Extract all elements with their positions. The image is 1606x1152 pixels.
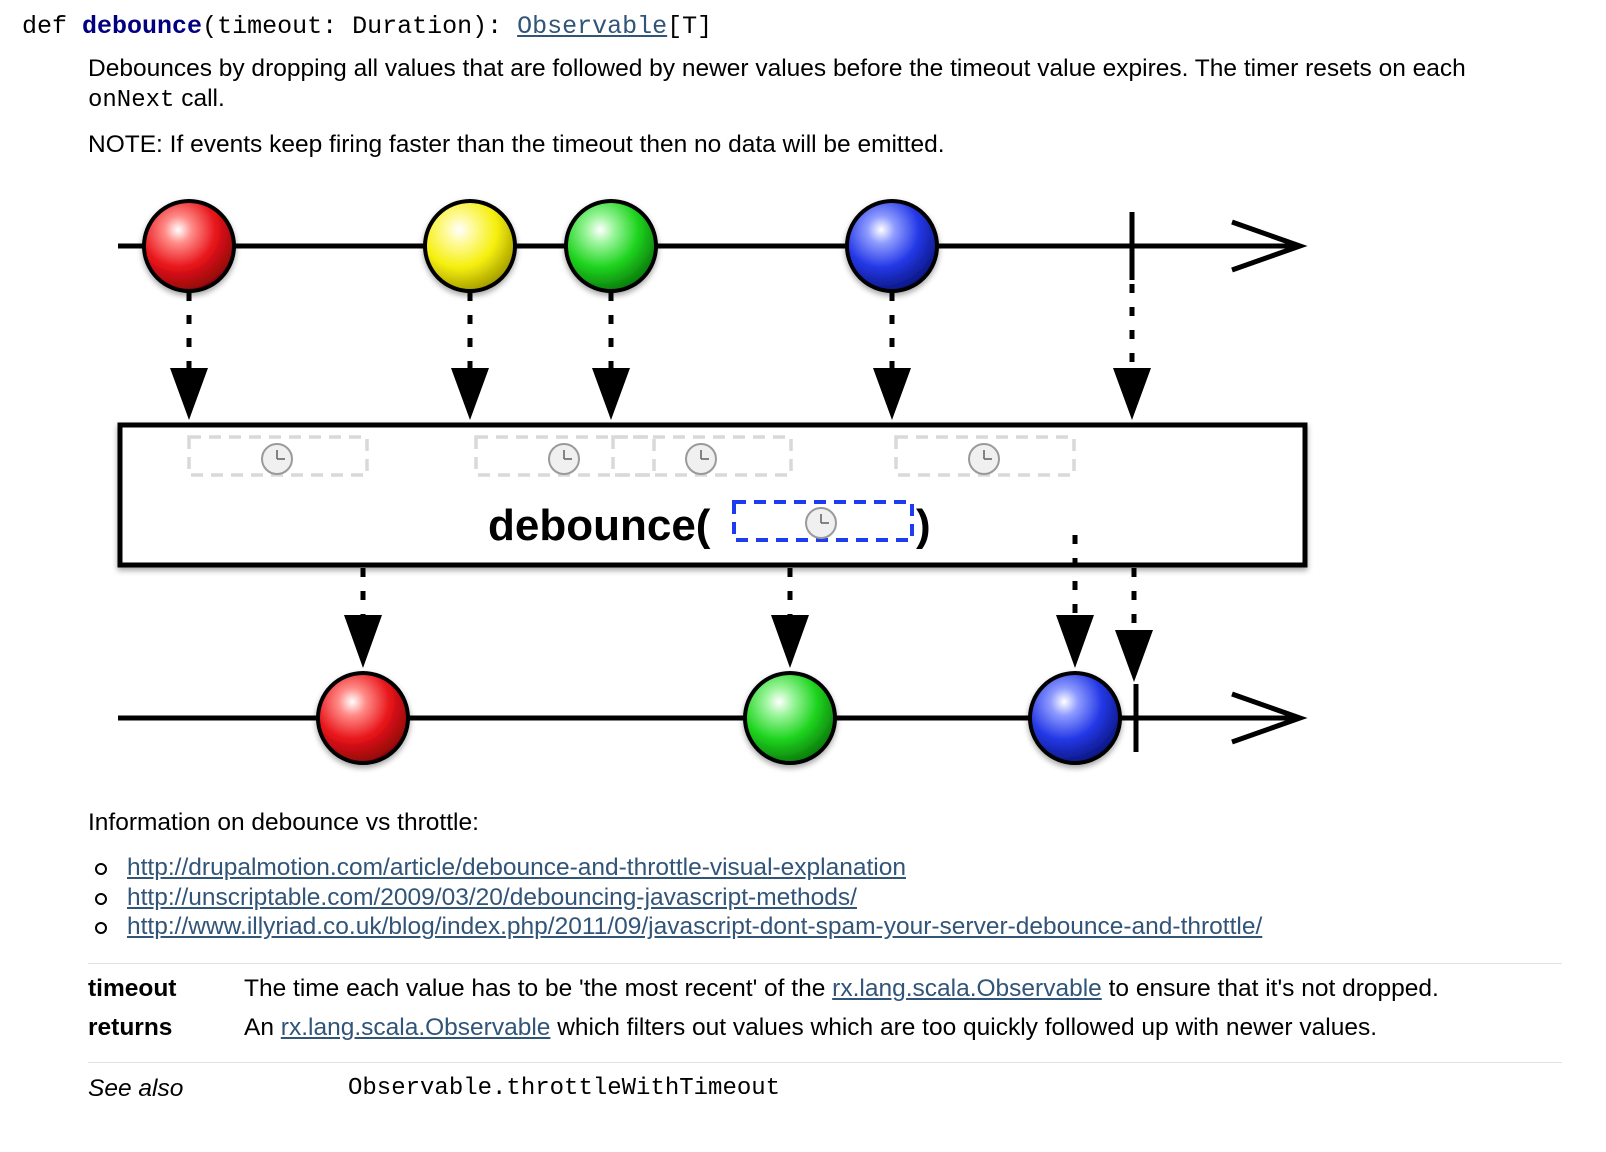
method-signature: def debounce(timeout: Duration): Observa… xyxy=(22,10,712,44)
type-param: [T] xyxy=(667,12,713,41)
info-link-list: http://drupalmotion.com/article/debounce… xyxy=(88,853,1262,942)
info-title: Information on debounce vs throttle: xyxy=(88,809,479,836)
operator-label: debounce( xyxy=(488,501,711,550)
marble-green xyxy=(564,199,658,293)
returns-text-end: which filters out values which are too q… xyxy=(550,1014,1378,1041)
def-keyword: def xyxy=(22,12,68,41)
method-description: Debounces by dropping all values that ar… xyxy=(88,54,1568,116)
info-link[interactable]: http://www.illyriad.co.uk/blog/index.php… xyxy=(127,913,1263,940)
observable-link[interactable]: rx.lang.scala.Observable xyxy=(832,975,1102,1002)
param-timeout-name: timeout xyxy=(88,975,177,1002)
returns-desc: An rx.lang.scala.Observable which filter… xyxy=(244,1011,1377,1045)
timer-windows xyxy=(187,435,1076,477)
info-link[interactable]: http://unscriptable.com/2009/03/20/debou… xyxy=(127,883,857,911)
input-arrowheads xyxy=(170,368,1151,420)
info-link[interactable]: http://drupalmotion.com/article/debounce… xyxy=(127,854,906,881)
marble-blue xyxy=(845,199,939,293)
output-connectors xyxy=(360,535,1137,630)
marble-red xyxy=(142,199,236,293)
param-timeout-text: The time each value has to be 'the most … xyxy=(244,975,833,1002)
marble-diagram: debounce( ) xyxy=(117,199,1308,765)
note-text: NOTE: If events keep firing faster than … xyxy=(88,131,945,158)
divider xyxy=(88,963,1562,964)
clock-icon xyxy=(685,443,717,475)
method-params: (timeout: Duration): xyxy=(202,12,518,41)
list-item: http://unscriptable.com/2009/03/20/debou… xyxy=(88,883,1262,913)
operator-box: debounce( ) xyxy=(117,422,1308,568)
returns-label: returns xyxy=(88,1014,173,1041)
clock-icon xyxy=(261,443,293,475)
description-line1: Debounces by dropping all values that ar… xyxy=(88,55,1466,82)
description-line2: call. xyxy=(174,85,225,112)
method-name: debounce xyxy=(82,12,203,41)
onnext-code: onNext xyxy=(88,87,175,114)
clock-icon xyxy=(548,443,580,475)
marble-blue xyxy=(1028,671,1122,765)
clock-icon xyxy=(968,443,1000,475)
param-timeout-desc: The time each value has to be 'the most … xyxy=(244,972,1439,1006)
output-marbles xyxy=(316,671,1122,765)
output-timeline xyxy=(118,684,1308,752)
bullet-icon xyxy=(95,892,107,905)
input-connectors xyxy=(186,284,1135,368)
see-also-label: See also xyxy=(88,1075,184,1102)
bullet-icon xyxy=(95,922,107,934)
observable-link[interactable]: rx.lang.scala.Observable xyxy=(280,1014,551,1041)
input-timeline xyxy=(118,212,1308,280)
timeout-window xyxy=(732,500,914,542)
see-also-value: Observable.throttleWithTimeout xyxy=(348,1075,781,1102)
list-item: http://drupalmotion.com/article/debounce… xyxy=(88,853,1262,883)
returns-text: An xyxy=(244,1014,281,1041)
param-timeout-text-end: to ensure that it's not dropped. xyxy=(1101,975,1439,1002)
clock-icon-group xyxy=(261,443,1000,475)
input-marbles xyxy=(142,199,939,293)
output-arrowheads xyxy=(344,615,1153,682)
bullet-icon xyxy=(95,863,107,875)
clock-icon xyxy=(805,507,837,539)
divider xyxy=(88,1062,1562,1063)
marble-yellow xyxy=(423,199,517,293)
return-type-link[interactable]: Observable xyxy=(517,12,668,41)
operator-close: ) xyxy=(916,501,931,550)
list-item: http://www.illyriad.co.uk/blog/index.php… xyxy=(88,912,1262,942)
marble-green xyxy=(743,671,837,765)
marble-red xyxy=(316,671,410,765)
